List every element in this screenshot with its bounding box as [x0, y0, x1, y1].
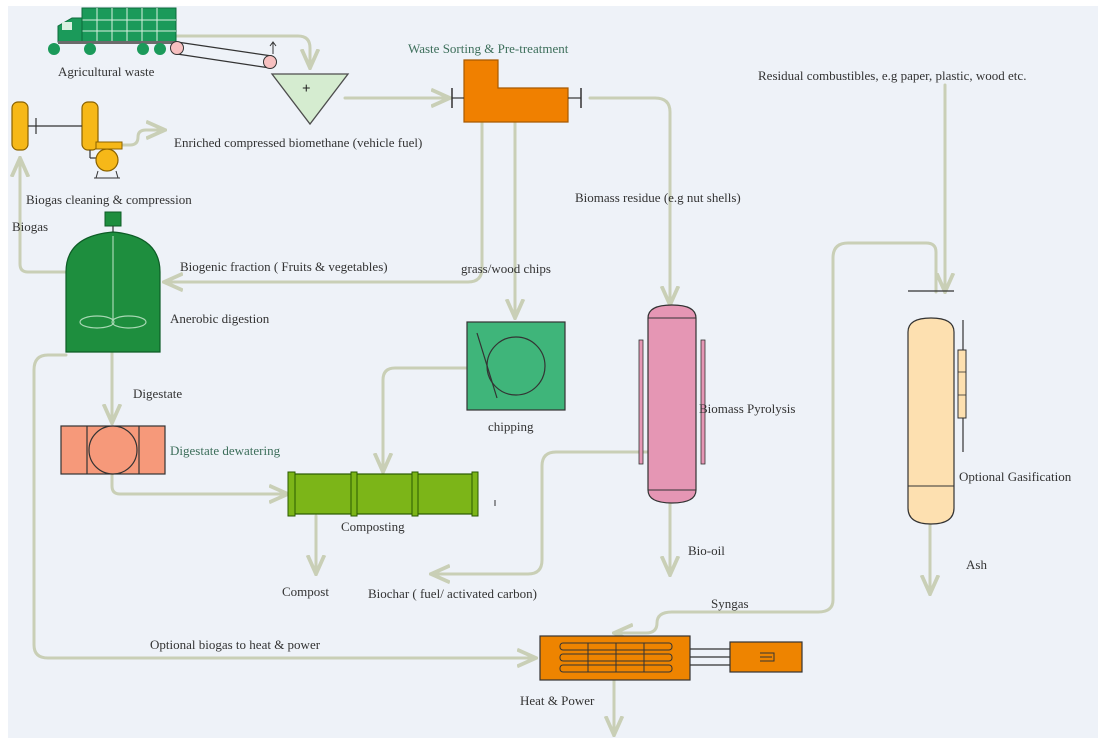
composting-unit	[287, 471, 496, 517]
flow-pyrolysis-to-biochar	[431, 450, 650, 574]
label-optional-biogas: Optional biogas to heat & power	[150, 637, 321, 652]
anaerobic-digester	[65, 211, 161, 353]
conveyor-belt-icon	[170, 41, 277, 69]
label-biogas: Biogas	[12, 219, 49, 234]
label-optional-gasification: Optional Gasification	[959, 469, 1072, 484]
label-biogenic-fraction: Biogenic fraction ( Fruits & vegetables)	[180, 259, 388, 274]
label-enriched-biomethane: Enriched compressed biomethane (vehicle …	[174, 135, 423, 150]
label-digestate: Digestate	[133, 386, 183, 401]
label-syngas: Syngas	[711, 596, 749, 611]
label-biomass-pyrolysis: Biomass Pyrolysis	[699, 401, 796, 416]
label-compost: Compost	[282, 584, 329, 599]
flow-truck-to-hopper	[173, 34, 310, 68]
label-biomass-residue: Biomass residue (e.g nut shells)	[575, 190, 741, 205]
label-grass-wood-chips: grass/wood chips	[461, 261, 551, 276]
label-composting: Composting	[341, 519, 405, 534]
chipping-unit	[466, 321, 566, 411]
biogas-cleaning-unit	[11, 101, 123, 179]
flow-sorting-to-residue	[588, 96, 670, 305]
waste-sorting-unit	[451, 59, 582, 123]
label-biochar: Biochar ( fuel/ activated carbon)	[368, 586, 537, 601]
label-chipping: chipping	[488, 419, 534, 434]
label-digestate-dewatering: Digestate dewatering	[170, 443, 281, 458]
flow-chipping-to-composting	[383, 366, 468, 472]
label-bio-oil: Bio-oil	[688, 543, 725, 558]
label-residual-combustibles: Residual combustibles, e.g paper, plasti…	[758, 68, 1027, 83]
digestate-dewatering-unit	[60, 425, 166, 475]
flow-digester-to-biogas	[20, 158, 68, 274]
label-anaerobic-digestion: Anerobic digestion	[170, 311, 270, 326]
hopper-icon	[270, 73, 350, 126]
label-heat-power: Heat & Power	[520, 693, 595, 708]
flow-dewatering-to-composting	[110, 473, 288, 494]
flow-optional-biogas	[32, 353, 536, 658]
pyrolysis-reactor	[638, 304, 706, 504]
label-waste-sorting: Waste Sorting & Pre-treatment	[408, 41, 569, 56]
truck-icon	[48, 7, 177, 55]
flow-syngas	[614, 241, 938, 633]
flow-biomethane-out	[120, 130, 165, 147]
label-agricultural-waste: Agricultural waste	[58, 64, 155, 79]
flow-sorting-to-digester	[164, 118, 484, 282]
heat-power-unit	[539, 635, 803, 681]
hopper-plus-symbol: +	[302, 81, 311, 97]
label-ash: Ash	[966, 557, 987, 572]
gasifier-unit	[907, 290, 967, 525]
label-biogas-cleaning: Biogas cleaning & compression	[26, 192, 192, 207]
